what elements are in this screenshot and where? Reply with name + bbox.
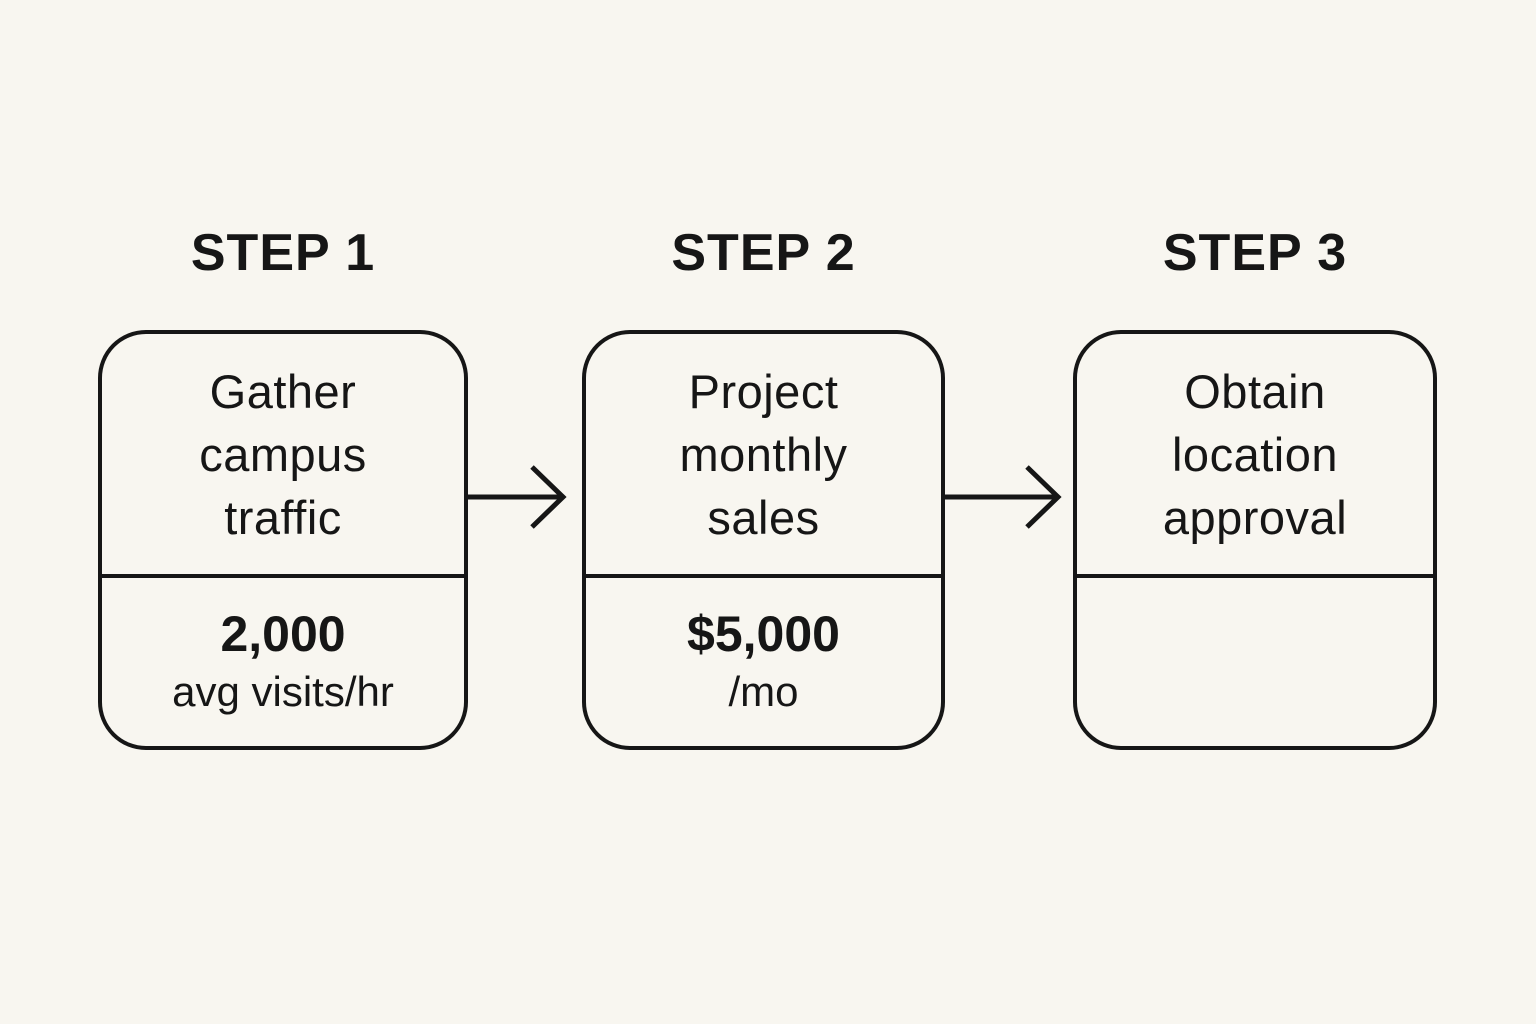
step-2-metric-section: $5,000 /mo — [586, 578, 941, 746]
step-3-title-line-2: location — [1171, 427, 1338, 481]
step-3-title-line-1: Obtain — [1184, 364, 1326, 418]
step-3-title-section: Obtain location approval — [1077, 334, 1433, 578]
step-1-box: Gather campus traffic 2,000 avg visits/h… — [98, 330, 468, 750]
step-3-title: Obtain location approval — [1163, 360, 1347, 549]
step-2-title-section: Project monthly sales — [586, 334, 941, 578]
arrow-step2-to-step3-icon — [945, 465, 1062, 529]
step-1-title-line-1: Gather — [209, 364, 357, 418]
step-2-metric-caption: /mo — [728, 668, 799, 715]
step-3-title-line-3: approval — [1162, 490, 1348, 544]
step-2-box: Project monthly sales $5,000 /mo — [582, 330, 945, 750]
step-2-label: STEP 2 — [671, 224, 856, 282]
arrow-step1-to-step2-icon — [468, 465, 567, 529]
step-1-title: Gather campus traffic — [199, 360, 367, 549]
step-2-title-line-2: monthly — [679, 427, 848, 481]
step-1-label: STEP 1 — [190, 224, 376, 282]
step-1-title-line-3: traffic — [224, 490, 342, 544]
step-1-metric-caption: avg visits/hr — [172, 668, 394, 715]
step-3-label: STEP 3 — [1162, 224, 1348, 282]
step-2-title: Project monthly sales — [679, 360, 847, 549]
step-1-metric-value: 2,000 — [220, 606, 346, 662]
step-2-title-line-1: Project — [688, 364, 839, 418]
step-2-metric-value: $5,000 — [687, 606, 840, 662]
step-1-title-section: Gather campus traffic — [102, 334, 464, 578]
step-3-metric-section — [1077, 578, 1433, 746]
step-3-box: Obtain location approval — [1073, 330, 1437, 750]
step-1-title-line-2: campus — [199, 427, 367, 481]
step-2-title-line-3: sales — [707, 490, 820, 544]
step-1-metric-section: 2,000 avg visits/hr — [102, 578, 464, 746]
